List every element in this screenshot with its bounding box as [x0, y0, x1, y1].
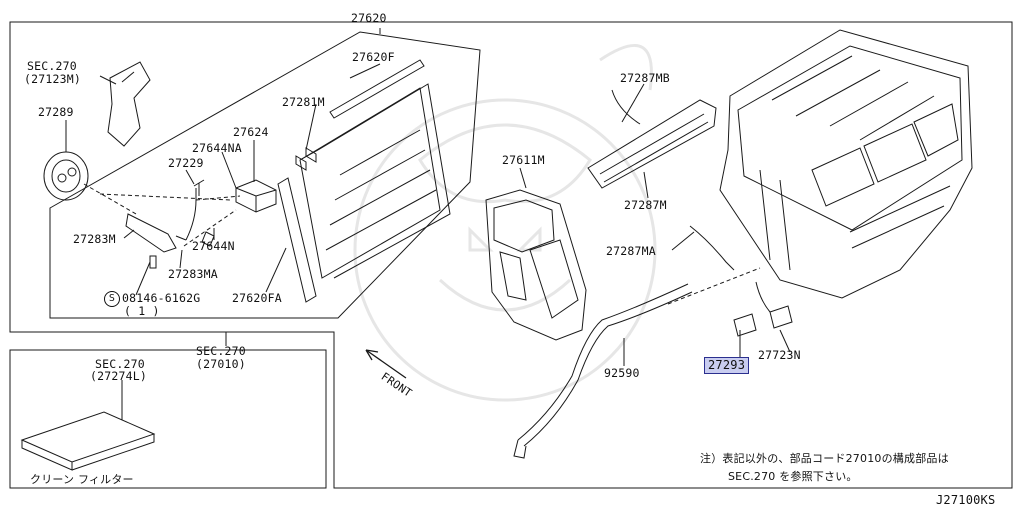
actuator: [733, 313, 757, 337]
front-arrow: [365, 349, 407, 379]
label-27611m: 27611M: [502, 153, 545, 167]
expansion-valve: [235, 179, 277, 213]
label-27283ma: 27283MA: [168, 267, 218, 281]
label-bolt-qty: ( 1 ): [124, 304, 160, 318]
label-sec270-a-sub: (27123M): [24, 72, 81, 86]
label-27620: 27620: [351, 11, 387, 25]
dashed-leaders: [83, 183, 761, 305]
drain-hose: [513, 283, 693, 459]
sensor: [125, 213, 187, 253]
blower-housing: [485, 189, 587, 341]
label-27293-highlighted[interactable]: 27293: [704, 357, 750, 374]
label-27283m: 27283M: [73, 232, 116, 246]
clip: [201, 231, 215, 247]
watermark-emblem: [353, 43, 657, 402]
label-27281m: 27281M: [282, 95, 325, 109]
note-line-1: 注）表記以外の、部品コード27010の構成部品は: [700, 452, 949, 465]
label-sec270-c: SEC.270: [95, 357, 145, 371]
bolt-circle-symbol: S: [104, 291, 120, 307]
connector: [755, 281, 793, 329]
label-27644n: 27644N: [192, 239, 235, 253]
label-92590: 92590: [604, 366, 640, 380]
cabin-filter: [20, 411, 156, 471]
label-sec270-b: SEC.270: [196, 344, 246, 358]
seal-strip-side: [277, 177, 317, 303]
evaporator-core: [295, 83, 451, 279]
label-27624: 27624: [233, 125, 269, 139]
seal-strip-top: [329, 59, 425, 119]
label-bolt: 08146-6162G: [122, 291, 201, 305]
label-27620fa: 27620FA: [232, 291, 282, 305]
label-27723n: 27723N: [758, 348, 801, 362]
grommet: [43, 151, 89, 201]
bracket: [107, 61, 151, 147]
label-27229: 27229: [168, 156, 204, 170]
label-27620f: 27620F: [352, 50, 395, 64]
diagram-code: J27100KS: [936, 493, 996, 507]
note-line-2: SEC.270 を参照下さい。: [728, 470, 858, 483]
label-sec270-b-sub: (27010): [196, 357, 246, 371]
label-sec270-a: SEC.270: [27, 59, 77, 73]
main-frame: [9, 21, 1013, 489]
leader-lines: [65, 28, 791, 420]
duct: [587, 89, 717, 189]
wire-27287ma: [689, 225, 735, 271]
label-27287m: 27287M: [624, 198, 667, 212]
label-filter-name: クリーン フィルター: [30, 473, 134, 486]
label-27287ma: 27287MA: [606, 244, 656, 258]
label-27287mb: 27287MB: [620, 71, 670, 85]
label-27644na: 27644NA: [192, 141, 242, 155]
filter-box: [9, 349, 327, 489]
screw: [193, 179, 205, 196]
hvac-unit: [719, 29, 973, 299]
sensor-harness: [185, 188, 197, 241]
bolt: [149, 255, 157, 269]
label-sec270-c-sub: (27274L): [90, 369, 147, 383]
evaporator-frame: [49, 31, 481, 319]
label-27289: 27289: [38, 105, 74, 119]
